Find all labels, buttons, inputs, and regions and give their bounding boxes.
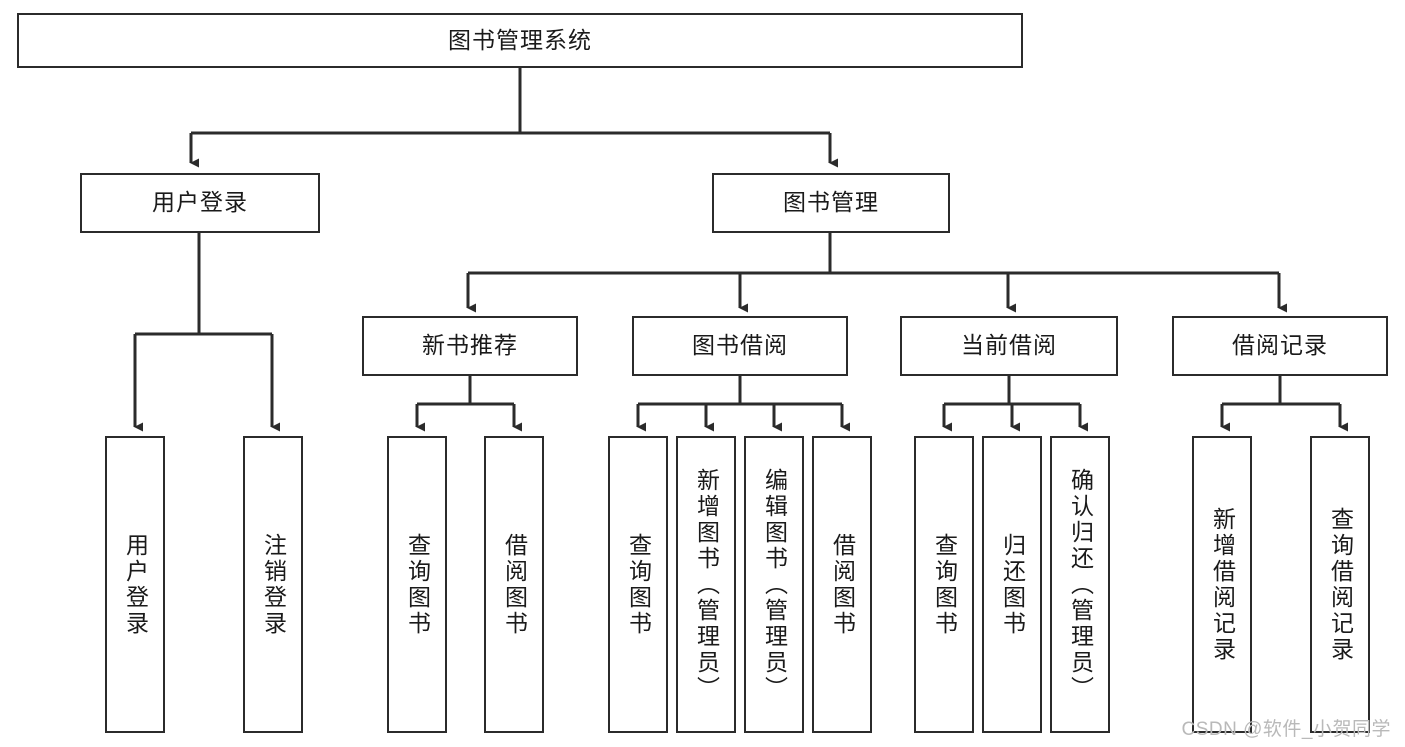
leaf-label: 归还图书: [999, 532, 1026, 637]
watermark: CSDN @软件_小贺同学: [1181, 719, 1391, 740]
node-book-manage-label: 图书管理: [783, 189, 879, 216]
leaf-user-login-login[interactable]: 用户登录: [105, 436, 165, 733]
node-root-label: 图书管理系统: [448, 26, 592, 53]
node-current-borrow[interactable]: 当前借阅: [900, 316, 1118, 376]
leaf-label: 编辑图书（管理员）: [761, 467, 788, 702]
leaf-book-borrow-query[interactable]: 查询图书: [608, 436, 668, 733]
node-book-borrow-label: 图书借阅: [692, 332, 788, 359]
leaf-book-borrow-edit[interactable]: 编辑图书（管理员）: [744, 436, 804, 733]
leaf-current-borrow-query[interactable]: 查询图书: [914, 436, 974, 733]
leaf-label: 查询借阅记录: [1327, 506, 1354, 663]
node-current-borrow-label: 当前借阅: [961, 332, 1057, 359]
leaf-borrow-record-add[interactable]: 新增借阅记录: [1192, 436, 1252, 733]
leaf-label: 借阅图书: [829, 532, 856, 637]
leaf-label: 查询图书: [931, 532, 958, 637]
leaf-borrow-record-query[interactable]: 查询借阅记录: [1310, 436, 1370, 733]
leaf-current-borrow-return[interactable]: 归还图书: [982, 436, 1042, 733]
leaf-label: 查询图书: [625, 532, 652, 637]
leaf-book-borrow-borrow[interactable]: 借阅图书: [812, 436, 872, 733]
node-user-login-label: 用户登录: [152, 189, 248, 216]
node-book-borrow[interactable]: 图书借阅: [632, 316, 848, 376]
leaf-user-login-logout[interactable]: 注销登录: [243, 436, 303, 733]
leaf-label: 借阅图书: [501, 532, 528, 637]
leaf-label: 新增图书（管理员）: [693, 467, 720, 702]
node-book-manage[interactable]: 图书管理: [712, 173, 950, 233]
leaf-current-borrow-confirm-return[interactable]: 确认归还（管理员）: [1050, 436, 1110, 733]
node-new-book-recommend-label: 新书推荐: [422, 332, 518, 359]
leaf-label: 确认归还（管理员）: [1067, 467, 1094, 702]
node-user-login[interactable]: 用户登录: [80, 173, 320, 233]
leaf-label: 注销登录: [260, 532, 287, 637]
node-borrow-record[interactable]: 借阅记录: [1172, 316, 1388, 376]
node-borrow-record-label: 借阅记录: [1232, 332, 1328, 359]
node-new-book-recommend[interactable]: 新书推荐: [362, 316, 578, 376]
leaf-new-book-borrow[interactable]: 借阅图书: [484, 436, 544, 733]
leaf-label: 用户登录: [122, 532, 149, 637]
node-root[interactable]: 图书管理系统: [17, 13, 1023, 68]
leaf-book-borrow-add[interactable]: 新增图书（管理员）: [676, 436, 736, 733]
leaf-new-book-query[interactable]: 查询图书: [387, 436, 447, 733]
leaf-label: 查询图书: [404, 532, 431, 637]
leaf-label: 新增借阅记录: [1209, 506, 1236, 663]
